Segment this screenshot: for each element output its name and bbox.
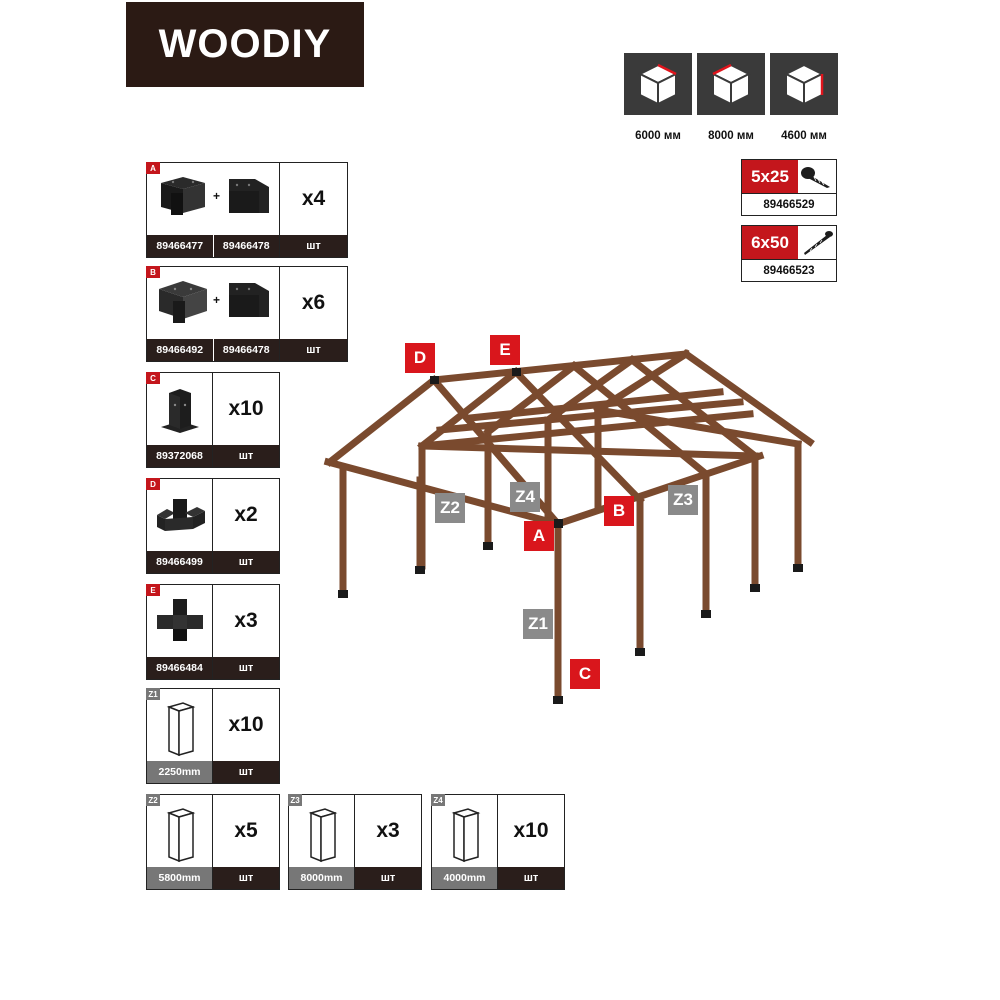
part-c-card: C 89372068 x10 шт xyxy=(146,372,280,468)
part-code: 89466478 xyxy=(212,235,280,257)
plus-sign: + xyxy=(213,293,221,307)
part-z3-image: 8000mm xyxy=(289,795,355,889)
part-z4-card: Z4 4000mm x10 шт xyxy=(431,794,565,890)
post-base-icon xyxy=(161,389,199,433)
screw-long-icon xyxy=(798,226,836,259)
part-c-tag: C xyxy=(146,372,160,384)
part-z2-card: Z2 5800mm x5 шт xyxy=(146,794,280,890)
diagram-label-e: E xyxy=(490,335,520,365)
diagram-label-c: C xyxy=(570,659,600,689)
brand-logo: WOODIY xyxy=(126,2,364,87)
part-z1-card: Z1 2250mm x10 шт xyxy=(146,688,280,784)
part-quantity: x10 xyxy=(513,819,549,842)
part-a-tag: A xyxy=(146,162,160,174)
beam-icon xyxy=(166,808,196,863)
corner-brace-icon xyxy=(229,283,269,317)
beam-icon xyxy=(166,702,196,757)
part-b-card: B + 89466492 89466478 x6 шт xyxy=(146,266,348,362)
part-unit: шт xyxy=(213,657,279,679)
screw-size: 6x50 xyxy=(742,226,798,259)
part-unit: шт xyxy=(280,235,347,257)
part-code: 89466492 xyxy=(156,344,204,356)
part-z2-tag: Z2 xyxy=(146,794,160,806)
part-e-card: E 89466484 x3 шт xyxy=(146,584,280,680)
part-a-codes: 89466477 89466478 xyxy=(147,235,279,257)
brand-name: WOODIY xyxy=(158,22,332,66)
part-z3-tag: Z3 xyxy=(288,794,302,806)
diagram-label-z3: Z3 xyxy=(668,485,698,515)
part-d-image: 89466499 xyxy=(147,479,213,573)
part-quantity: x5 xyxy=(234,819,258,842)
part-d-tag: D xyxy=(146,478,160,490)
beam-icon xyxy=(451,808,481,863)
part-z1-tag: Z1 xyxy=(146,688,160,700)
part-quantity: x10 xyxy=(228,397,264,420)
diagram-label-z4: Z4 xyxy=(510,482,540,512)
part-code: 89466477 xyxy=(156,240,204,252)
dimension-height: 4600 мм xyxy=(781,130,827,142)
screw-5x25: 5x25 89466529 xyxy=(741,159,837,216)
part-code: 89466478 xyxy=(212,339,280,361)
three-way-bracket-icon xyxy=(157,499,205,531)
screw-size: 5x25 xyxy=(742,160,798,193)
part-z2-image: 5800mm xyxy=(147,795,213,889)
part-quantity: x6 xyxy=(301,291,326,314)
corner-brace-icon xyxy=(229,179,269,213)
t-bracket-icon xyxy=(161,177,205,215)
part-z3-card: Z3 8000mm x3 шт xyxy=(288,794,422,890)
part-b-codes: 89466492 89466478 xyxy=(147,339,279,361)
beam-length: 2250mm xyxy=(147,761,212,783)
part-e-tag: E xyxy=(146,584,160,596)
part-c-image: 89372068 xyxy=(147,373,213,467)
plus-sign: + xyxy=(213,189,221,203)
part-unit: шт xyxy=(213,867,279,889)
part-unit: шт xyxy=(213,445,279,467)
diagram-label-d: D xyxy=(405,343,435,373)
beam-length: 8000mm xyxy=(289,867,354,889)
part-d-card: D 89466499 x2 шт xyxy=(146,478,280,574)
part-quantity: x4 xyxy=(301,187,326,210)
part-unit: шт xyxy=(280,339,347,361)
part-quantity: x2 xyxy=(234,503,258,526)
dimension-width: 6000 мм xyxy=(635,130,681,142)
diagram-label-a: A xyxy=(524,521,554,551)
part-unit: шт xyxy=(213,761,279,783)
four-way-bracket-icon xyxy=(157,599,203,641)
dimension-length: 8000 мм xyxy=(708,130,754,142)
screw-code: 89466523 xyxy=(763,264,815,277)
part-unit: шт xyxy=(498,867,564,889)
part-unit: шт xyxy=(213,551,279,573)
part-code: 89372068 xyxy=(147,445,212,467)
part-b-tag: B xyxy=(146,266,160,278)
part-quantity: x10 xyxy=(228,713,264,736)
part-z1-image: 2250mm xyxy=(147,689,213,783)
part-quantity: x3 xyxy=(376,819,400,842)
beam-icon xyxy=(308,808,338,863)
screw-6x50: 6x50 89466523 xyxy=(741,225,837,282)
beam-length: 5800mm xyxy=(147,867,212,889)
diagram-label-z1: Z1 xyxy=(523,609,553,639)
cube-length-icon xyxy=(697,53,765,115)
part-b-image: + 89466492 89466478 xyxy=(147,267,280,361)
diagram-label-z2: Z2 xyxy=(435,493,465,523)
part-a-card: A + 89466477 89466478 x4 шт xyxy=(146,162,348,258)
part-a-image: + 89466477 89466478 xyxy=(147,163,280,257)
cube-width-icon xyxy=(624,53,692,115)
part-e-image: 89466484 xyxy=(147,585,213,679)
part-code: 89466484 xyxy=(147,657,212,679)
cross-bracket-icon xyxy=(159,281,207,323)
diagram-label-b: B xyxy=(604,496,634,526)
screw-short-icon xyxy=(798,160,836,193)
part-quantity: x3 xyxy=(234,609,258,632)
beam-length: 4000mm xyxy=(432,867,497,889)
part-z4-tag: Z4 xyxy=(431,794,445,806)
screw-code: 89466529 xyxy=(763,198,815,211)
part-code: 89466499 xyxy=(147,551,212,573)
part-unit: шт xyxy=(355,867,421,889)
part-z4-image: 4000mm xyxy=(432,795,498,889)
cube-height-icon xyxy=(770,53,838,115)
